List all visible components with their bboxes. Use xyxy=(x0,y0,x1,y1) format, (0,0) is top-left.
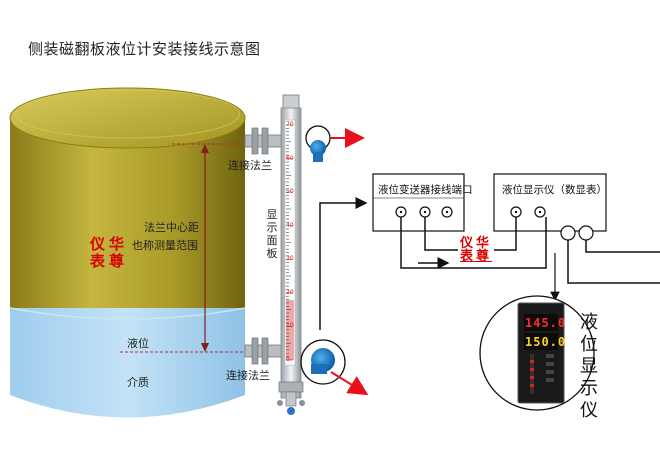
center-distance-dimension xyxy=(120,143,260,353)
flange-top-label: 连接法兰 xyxy=(228,159,272,172)
gauge-tick-label: 70 xyxy=(286,121,294,128)
gauge-tick-label: 60 xyxy=(286,154,294,162)
signal-wire xyxy=(319,197,368,330)
transmitter-terminal-box xyxy=(372,173,465,232)
flange-top xyxy=(244,127,286,155)
display-reading-top: 145.0 xyxy=(525,316,567,330)
flange-bottom xyxy=(244,337,286,365)
center-distance-label-1: 法兰中心距 xyxy=(144,221,199,234)
gauge-tick-label: 10 xyxy=(286,322,294,330)
gauge-tick-label: 40 xyxy=(286,221,294,229)
liquid-level-label: 液位 xyxy=(127,337,149,350)
display-reading-bottom: 150.0 xyxy=(525,335,567,349)
display-panel-label: 显示面板 xyxy=(266,208,278,260)
gauge-tick-label: 20 xyxy=(286,288,294,296)
medium-label: 介质 xyxy=(127,376,149,389)
top-transmitter xyxy=(305,125,365,162)
gauge-tick-label: 50 xyxy=(286,188,294,196)
gauge-tick-label: 30 xyxy=(286,255,294,263)
tank xyxy=(9,87,246,418)
flange-bottom-label: 连接法兰 xyxy=(226,369,270,382)
bottom-transmitter xyxy=(300,339,369,396)
display-device-zoom xyxy=(479,295,595,411)
display-box-title: 液位显示仪（数显表） xyxy=(502,184,607,196)
brand-watermark-tank: 仪华 表尊 xyxy=(90,235,129,270)
page-title: 侧装磁翻板液位计安装接线示意图 xyxy=(28,40,261,58)
display-device-label: 液位显示仪 xyxy=(580,312,598,421)
display-terminal-box xyxy=(493,173,607,241)
gauge-tick-label: 0 xyxy=(286,356,290,363)
brand-watermark-wiring: 仪华 表尊 xyxy=(458,236,495,264)
wiring xyxy=(400,217,660,302)
transmitter-box-title: 液位变送器接线端口 xyxy=(378,184,473,196)
level-gauge xyxy=(277,94,305,415)
center-distance-label-2: 也称测量范围 xyxy=(132,239,198,252)
